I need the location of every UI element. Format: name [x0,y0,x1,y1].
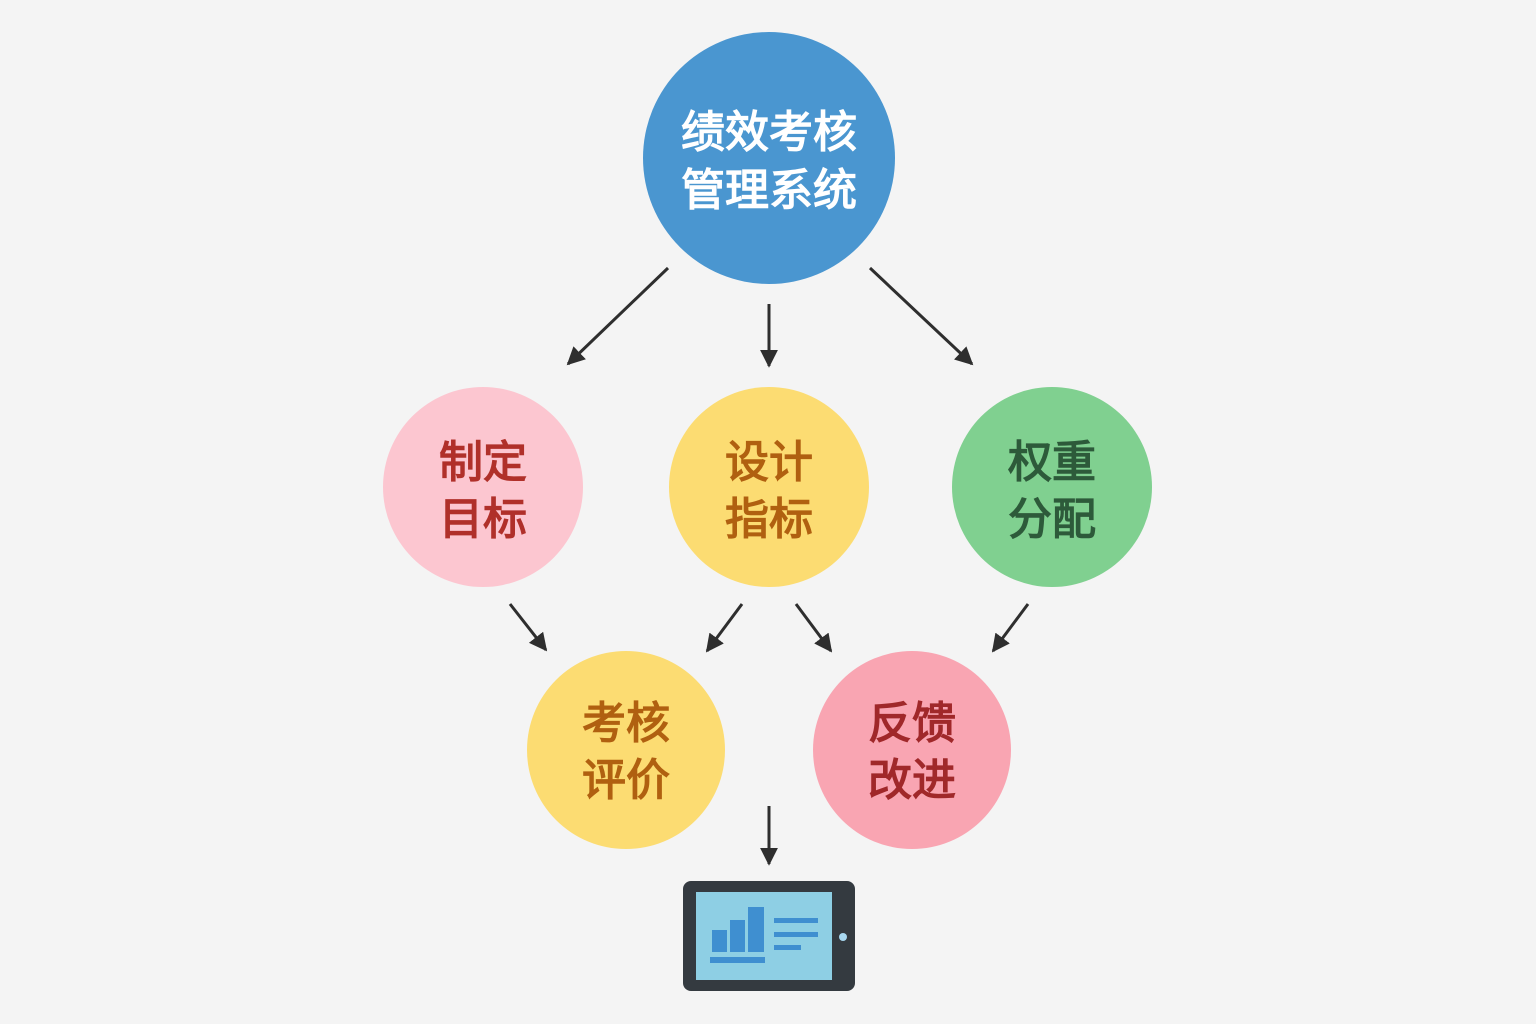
node-weight-allocation: 权重 分配 [952,387,1152,587]
arrow-root-to-weight-allocation [868,266,974,366]
node-set-goals-line1: 制定 [439,437,527,488]
node-evaluation-line1: 考核 [582,698,670,749]
node-evaluation: 考核 评价 [527,651,725,849]
node-design-metrics-line2: 指标 [725,494,813,545]
node-evaluation-line2: 评价 [582,755,670,806]
arrow-design-metrics-to-feedback [794,603,833,653]
arrow-design-metrics-to-evaluation [705,603,744,653]
node-weight-allocation-line2: 分配 [1008,494,1096,545]
node-feedback-line2: 改进 [868,755,956,806]
arrow-root-to-set-goals [566,266,670,366]
arrow-set-goals-to-evaluation [508,603,548,652]
node-root: 绩效考核 管理系统 [643,32,895,284]
node-set-goals: 制定 目标 [383,387,583,587]
node-design-metrics-line1: 设计 [725,437,813,488]
node-weight-allocation-line1: 权重 [1007,437,1096,488]
node-feedback-line1: 反馈 [868,698,956,749]
node-root-line1: 绩效考核 [681,107,857,158]
arrow-weight-allocation-to-feedback [991,603,1030,653]
tablet-chart-icon [683,881,855,991]
node-feedback: 反馈 改进 [813,651,1011,849]
node-design-metrics: 设计 指标 [669,387,869,587]
node-root-line2: 管理系统 [681,165,857,216]
node-set-goals-line2: 目标 [439,494,527,545]
